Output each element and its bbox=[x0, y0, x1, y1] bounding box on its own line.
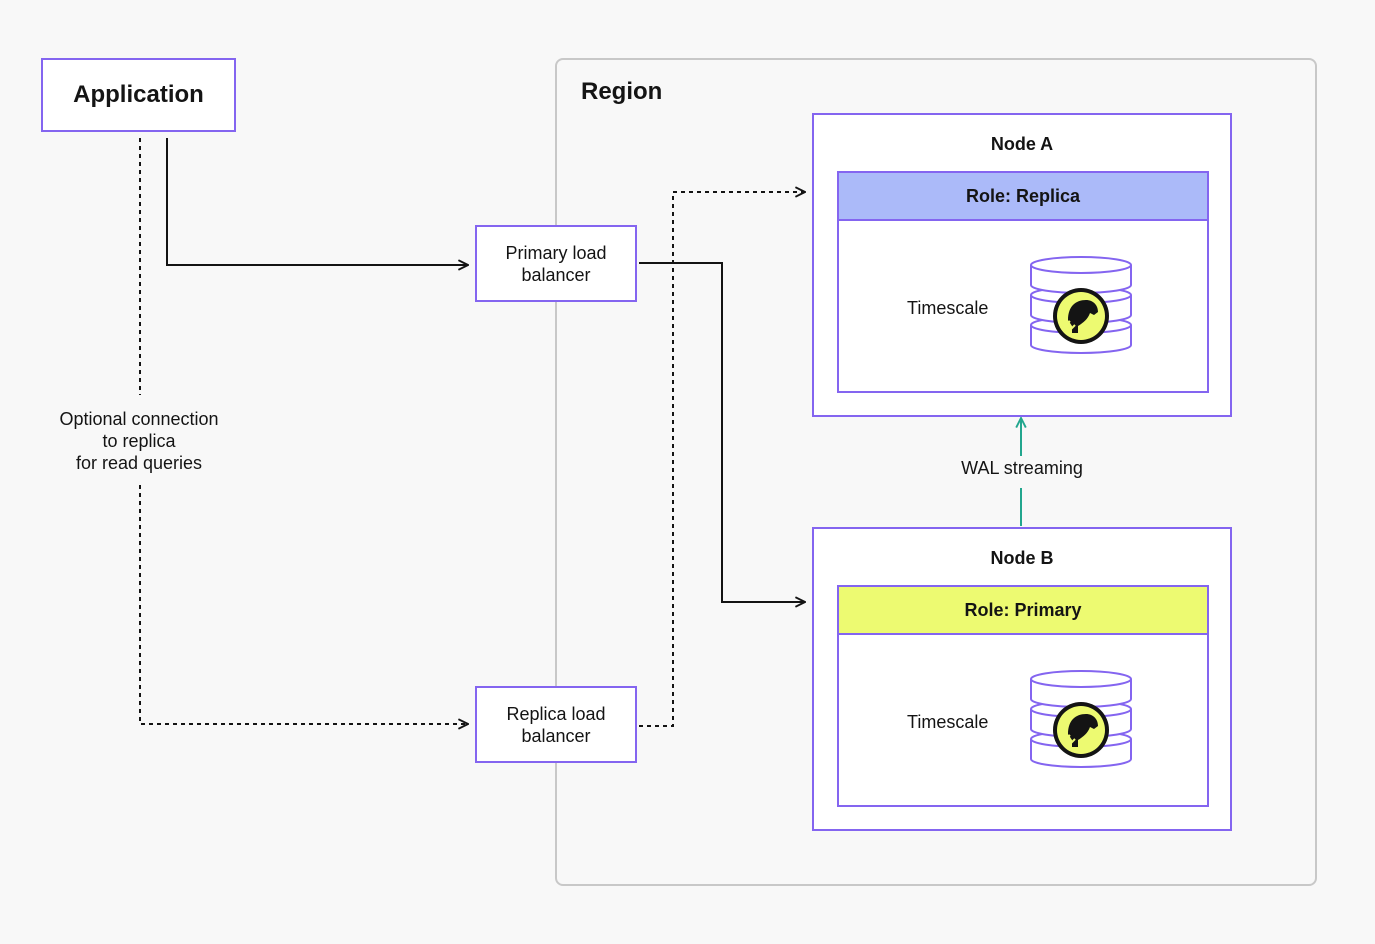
replica-load-balancer: Replica load balancer bbox=[475, 686, 637, 763]
node-b-role-label: Role: Primary bbox=[964, 599, 1082, 620]
database-icon bbox=[1030, 670, 1132, 768]
region-title: Region bbox=[581, 78, 663, 105]
application-label: Application bbox=[73, 81, 204, 108]
primary-lb-line-2: balancer bbox=[521, 264, 591, 285]
optional-connection-line-3: for read queries bbox=[75, 453, 203, 473]
database-icon bbox=[1030, 256, 1132, 354]
wal-streaming-label: WAL streaming bbox=[950, 457, 1094, 479]
replica-lb-line-2: balancer bbox=[521, 725, 591, 746]
node-a-service-label: Timescale bbox=[907, 298, 989, 318]
node-b: Node B Role: Primary Timescale bbox=[812, 527, 1232, 831]
node-a-inner: Role: Replica Timescale bbox=[837, 171, 1209, 393]
app-to-replica-lb-line-bottom bbox=[139, 485, 468, 724]
node-b-service-label: Timescale bbox=[907, 712, 989, 732]
replica-lb-line-1: Replica load bbox=[506, 703, 606, 724]
primary-load-balancer: Primary load balancer bbox=[475, 225, 637, 302]
primary-lb-line-1: Primary load bbox=[505, 242, 607, 263]
optional-connection-line-1: Optional connection bbox=[59, 409, 219, 429]
application-box: Application bbox=[41, 58, 236, 132]
timescale-logo-icon bbox=[1053, 702, 1109, 758]
node-a: Node A Role: Replica Timescale bbox=[812, 113, 1232, 417]
node-b-inner: Role: Primary Timescale bbox=[837, 585, 1209, 807]
node-a-title: Node A bbox=[990, 134, 1054, 154]
primary-lb-to-node-b-line bbox=[639, 262, 805, 602]
node-a-role: Role: Replica bbox=[839, 173, 1207, 221]
replica-lb-to-node-a-line bbox=[639, 192, 805, 727]
node-b-title: Node B bbox=[990, 548, 1054, 568]
optional-connection-label: Optional connection to replica for read … bbox=[38, 408, 240, 474]
node-a-role-label: Role: Replica bbox=[965, 185, 1081, 206]
node-b-role: Role: Primary bbox=[839, 587, 1207, 635]
app-to-primary-lb-line bbox=[166, 138, 468, 265]
timescale-logo-icon bbox=[1053, 288, 1109, 344]
optional-connection-line-2: to replica bbox=[102, 431, 176, 451]
